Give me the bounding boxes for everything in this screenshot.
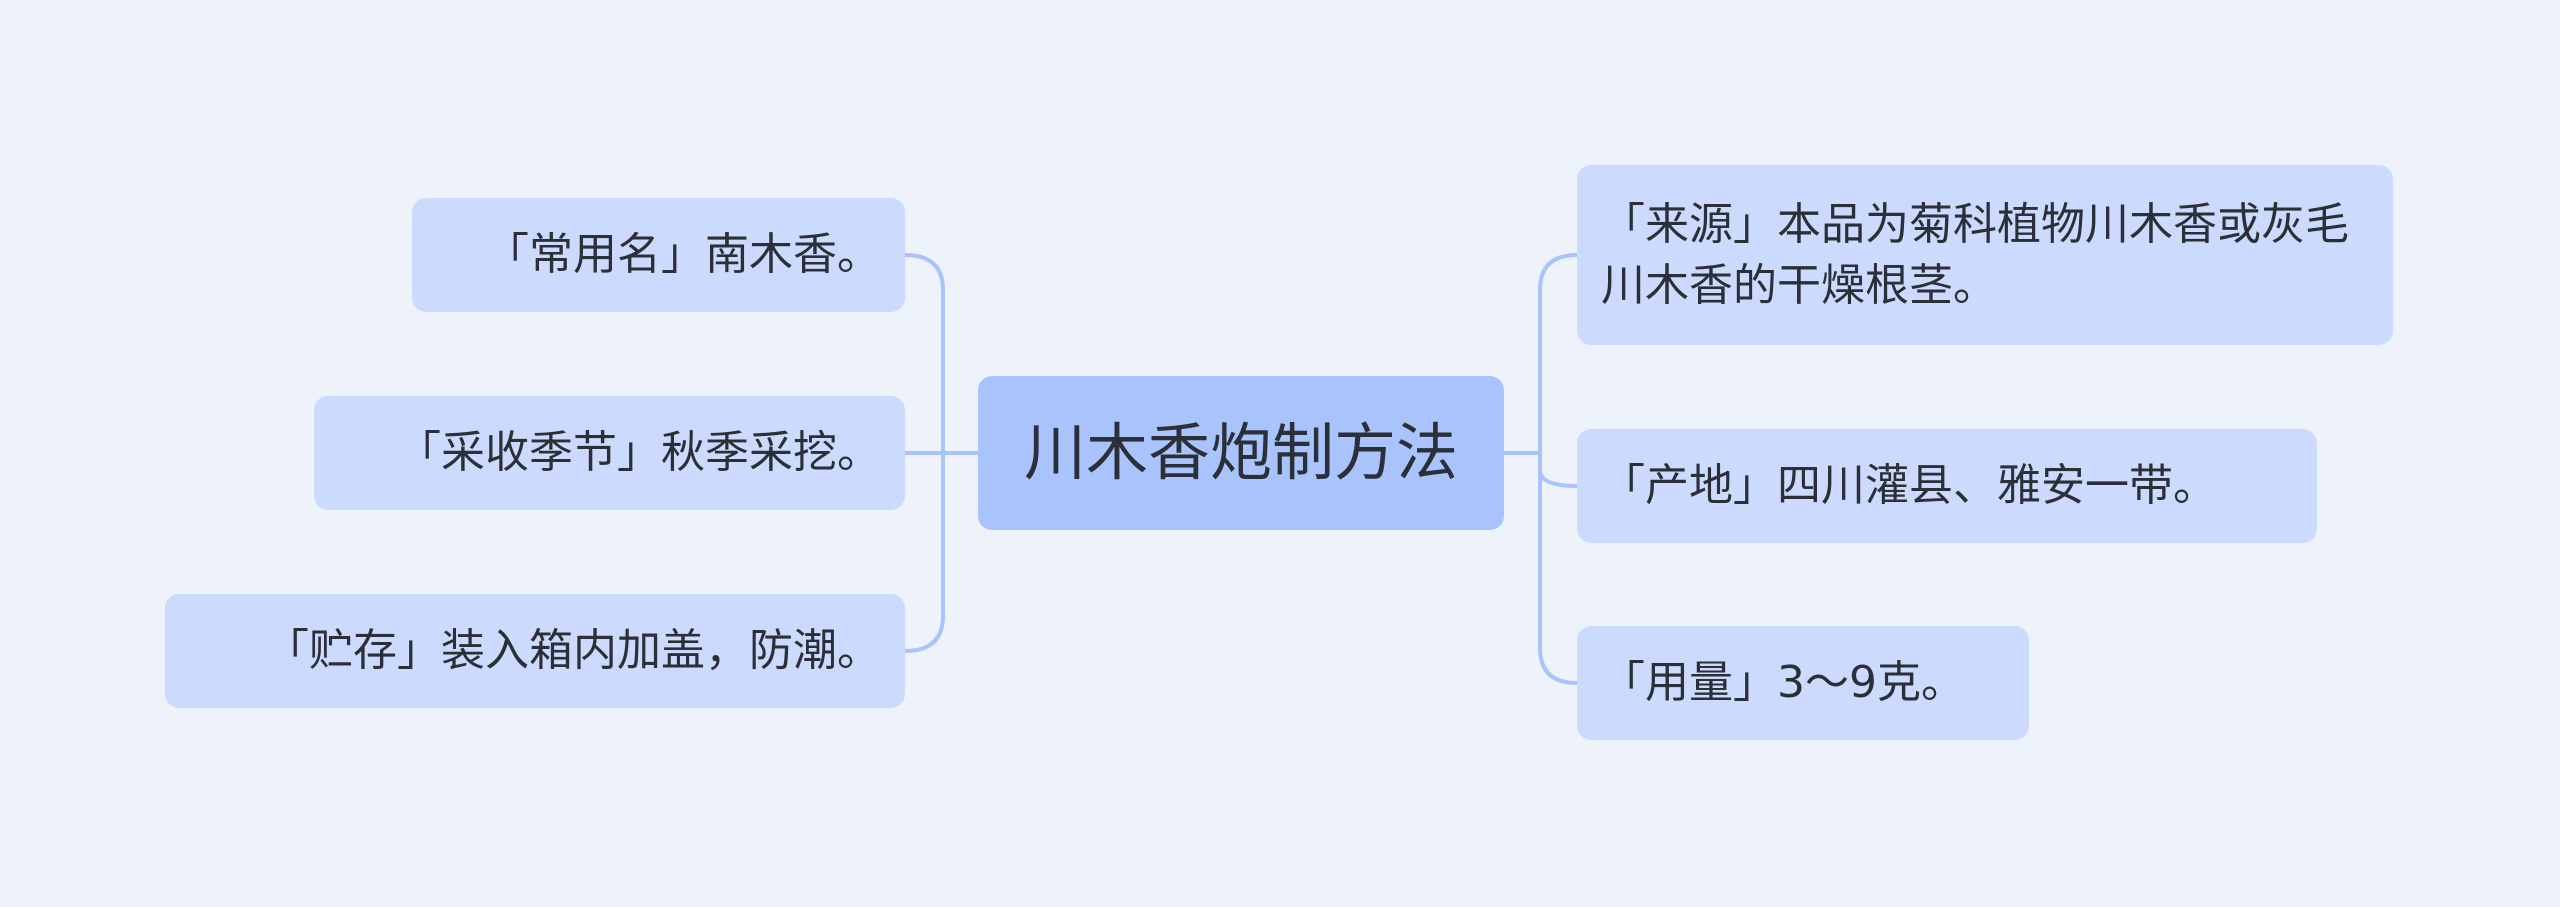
topic-dosage[interactable]: 「用量」3～9克。 — [1577, 626, 2029, 740]
root-topic[interactable]: 川木香炮制方法 — [978, 376, 1504, 530]
topic-dosage-label: 「用量」3～9克。 — [1601, 657, 1965, 708]
topic-origin[interactable]: 「产地」四川灌县、雅安一带。 — [1577, 429, 2317, 543]
topic-common-name-label: 「常用名」南木香。 — [485, 229, 881, 280]
connector-right-2 — [1538, 451, 1579, 488]
connector-left-3 — [903, 451, 945, 653]
connector-right-1 — [1538, 253, 1579, 455]
connector-right-3 — [1538, 451, 1579, 685]
topic-source[interactable]: 「来源」本品为菊科植物川木香或灰毛川木香的干燥根茎。 — [1577, 165, 2393, 345]
root-topic-label: 川木香炮制方法 — [1023, 416, 1458, 489]
connector-left-1 — [903, 253, 945, 455]
topic-storage[interactable]: 「贮存」装入箱内加盖，防潮。 — [165, 594, 905, 708]
topic-storage-label: 「贮存」装入箱内加盖，防潮。 — [265, 625, 881, 676]
topic-harvest-season[interactable]: 「采收季节」秋季采挖。 — [314, 396, 905, 510]
topic-source-label: 「来源」本品为菊科植物川木香或灰毛川木香的干燥根茎。 — [1601, 199, 2349, 311]
topic-harvest-season-label: 「采收季节」秋季采挖。 — [397, 427, 881, 478]
topic-common-name[interactable]: 「常用名」南木香。 — [412, 198, 905, 312]
topic-origin-label: 「产地」四川灌县、雅安一带。 — [1601, 460, 2217, 511]
